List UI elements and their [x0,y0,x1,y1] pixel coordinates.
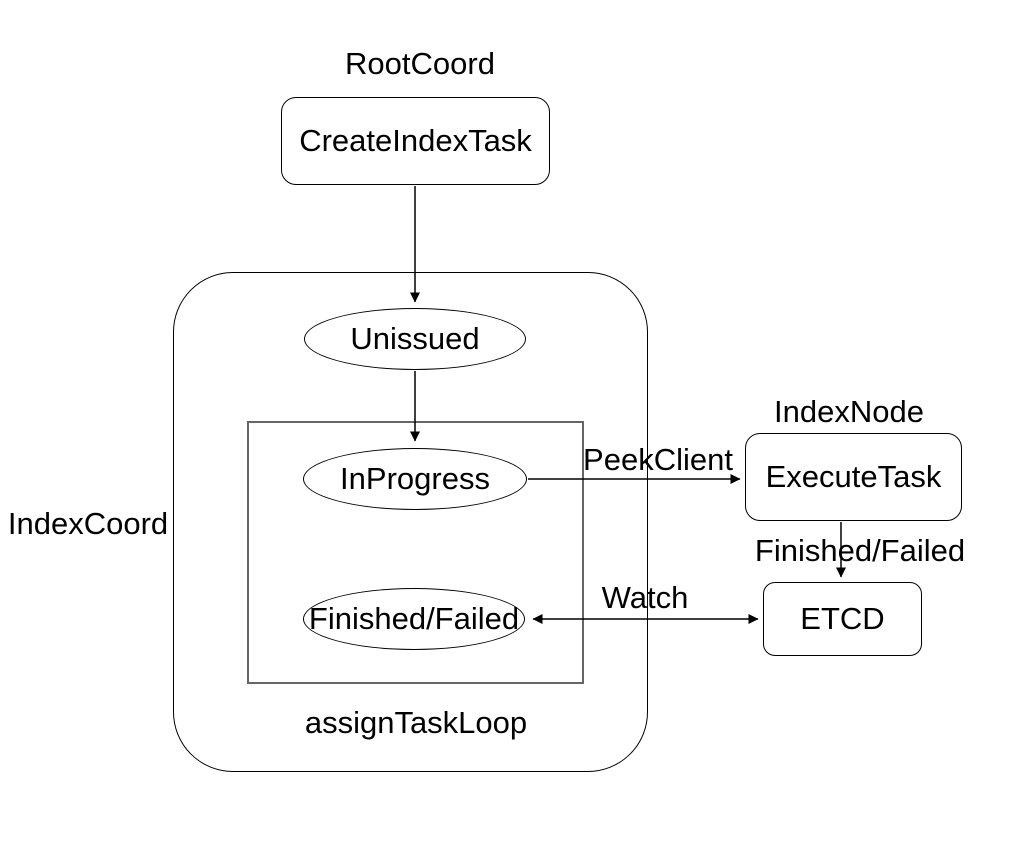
edge-label-watch: Watch [601,580,689,615]
node-unissued: Unissued [304,308,526,370]
edge-label-peek-client: PeekClient [583,442,733,477]
node-unissued-label: Unissued [350,321,480,356]
node-etcd-label: ETCD [800,601,885,636]
node-create-index-task-label: CreateIndexTask [299,123,532,158]
group-label-index-node: IndexNode [774,394,924,429]
node-create-index-task: CreateIndexTask [281,97,550,185]
node-in-progress-label: InProgress [340,461,490,496]
node-execute-task-label: ExecuteTask [765,459,942,494]
index-coord-container [173,272,648,772]
node-execute-task: ExecuteTask [745,433,962,521]
group-label-index-coord: IndexCoord [7,506,169,541]
group-label-assign-task-loop: assignTaskLoop [304,705,528,740]
node-finished-failed: Finished/Failed [303,588,525,650]
edge-label-finished-failed: Finished/Failed [754,533,966,568]
node-in-progress: InProgress [303,448,527,510]
node-finished-failed-label: Finished/Failed [308,601,520,636]
group-label-root-coord: RootCoord [345,46,495,81]
node-etcd: ETCD [763,582,922,656]
